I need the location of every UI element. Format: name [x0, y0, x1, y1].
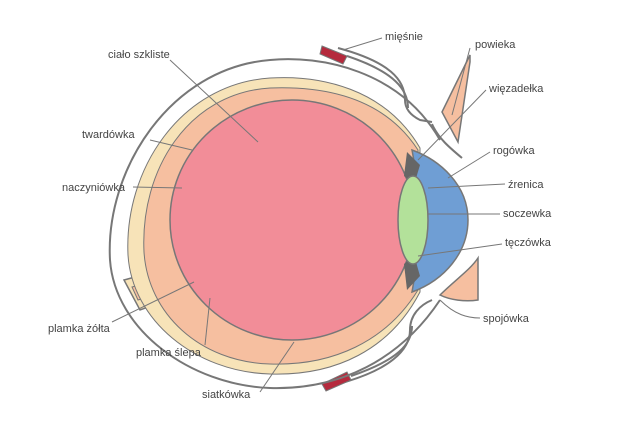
- leader-powieka: [451, 47, 471, 116]
- label-powieka: powieka: [475, 39, 516, 51]
- leader-zrenica: [427, 183, 506, 189]
- label-soczewka: soczewka: [503, 208, 552, 220]
- label-zrenica: źrenica: [508, 179, 544, 191]
- label-plamka-slepa: plamka ślepa: [136, 347, 202, 359]
- label-wiezadelka: więzadełka: [488, 83, 544, 95]
- label-plamka-zolta: plamka żółta: [48, 323, 111, 335]
- leader-naczyniowka: [132, 186, 183, 189]
- label-rogowka: rogówka: [493, 145, 535, 157]
- socket-outline-top: [337, 47, 433, 123]
- leader-wiezadelka: [417, 89, 487, 161]
- lens: [397, 175, 429, 265]
- muscle-top: [319, 45, 348, 65]
- label-miesnie: mięśnie: [385, 31, 423, 43]
- sclera: [108, 58, 441, 390]
- eyelid-lower: [438, 255, 479, 302]
- leader-miesnie: [342, 37, 383, 51]
- muscle-bottom-band: [350, 325, 413, 377]
- eyelid-upper-edge: [431, 123, 463, 159]
- label-siatkowka: siatkówka: [202, 389, 251, 401]
- leader-teczowka: [417, 243, 503, 257]
- leader-plamka-zolta: [111, 281, 195, 323]
- leader-twardowka: [149, 139, 193, 151]
- leader-rogowka: [447, 151, 491, 179]
- label-teczowka: tęczówka: [505, 237, 552, 249]
- leader-cialo-szkliste: [169, 59, 259, 143]
- leader-spojowka: [439, 299, 481, 319]
- leader-plamka-slepa: [204, 297, 211, 346]
- label-twardowka: twardówka: [82, 129, 135, 141]
- vitreous-body: [169, 99, 415, 341]
- label-cialo-szkliste: ciało szkliste: [108, 49, 170, 61]
- leader-siatkowka: [259, 341, 295, 393]
- muscle-top-band: [346, 55, 409, 109]
- socket-outline-bottom: [337, 299, 433, 385]
- label-naczyniowka: naczyniówka: [62, 182, 126, 194]
- label-spojowka: spojówka: [483, 313, 530, 325]
